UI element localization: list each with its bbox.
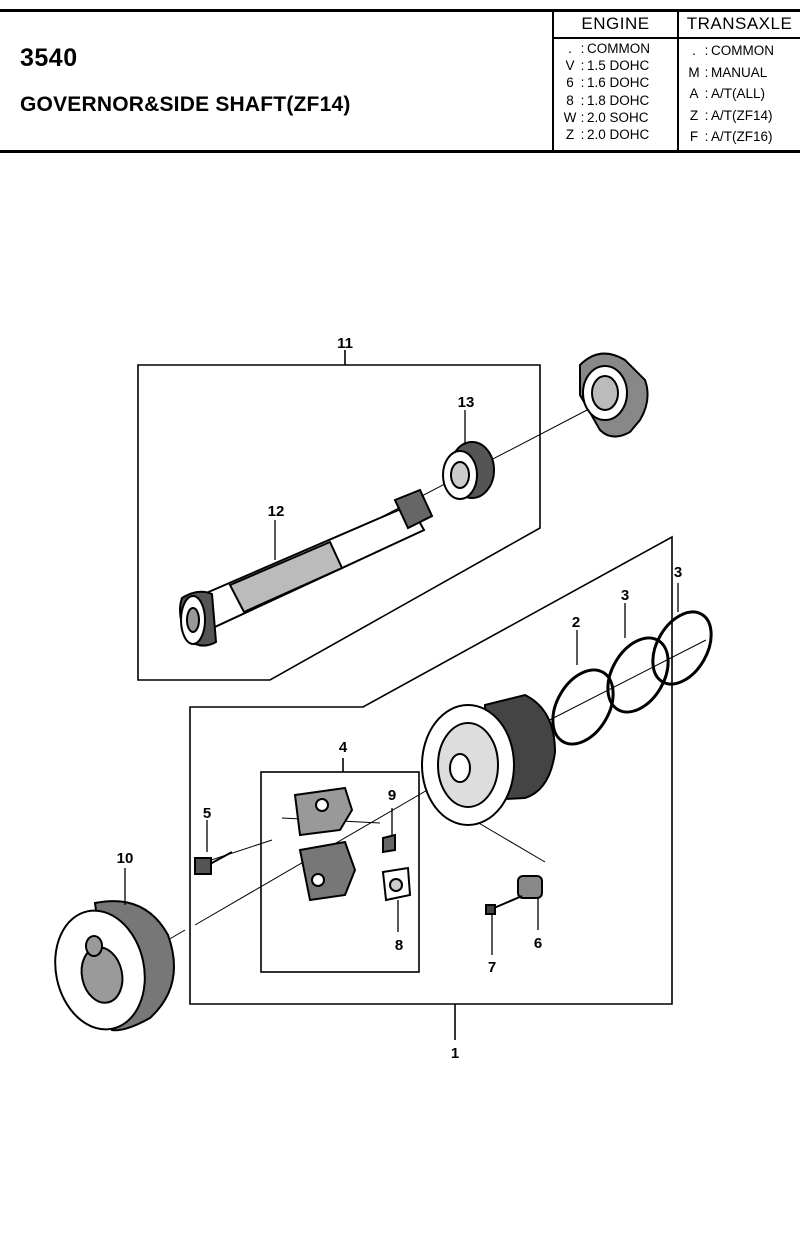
transaxle-row: F:A/T(ZF16)	[689, 129, 773, 144]
piston-ring-icon	[651, 610, 713, 686]
transaxle-row: A:A/T(ALL)	[689, 86, 766, 101]
callout-1: 1	[451, 1045, 459, 1062]
callout-9: 9	[388, 787, 396, 804]
screw-icon	[485, 895, 523, 915]
transaxle-legend: .:COMMON M:MANUAL A:A/T(ALL) Z:A/T(ZF14)…	[686, 40, 774, 148]
transaxle-row: M:MANUAL	[688, 64, 768, 80]
callout-7: 7	[488, 959, 496, 976]
callout-3: 3	[621, 587, 629, 604]
group-frame-11	[137, 364, 541, 681]
callout-2: 2	[572, 614, 580, 631]
bolt-icon	[194, 851, 233, 875]
header-bottom-rule	[0, 150, 800, 153]
governor-gear-icon	[421, 693, 557, 826]
pin-icon	[382, 833, 396, 854]
snap-ring-icon	[551, 668, 615, 746]
header: 3540 GOVERNOR&SIDE SHAFT(ZF14) ENGINE TR…	[0, 0, 800, 153]
callout-8: 8	[395, 937, 403, 954]
divider-middle	[677, 12, 679, 150]
transaxle-row: .:COMMON	[692, 43, 774, 58]
seal-retainer-icon	[579, 352, 649, 438]
callout-6: 6	[534, 935, 542, 952]
page-title: GOVERNOR&SIDE SHAFT(ZF14)	[20, 93, 351, 116]
engine-heading: ENGINE	[581, 14, 650, 33]
transaxle-row: Z:A/T(ZF14)	[689, 107, 773, 123]
engine-row: W:2.0 SOHC	[563, 109, 649, 125]
bearing-icon	[442, 441, 495, 500]
engine-row: V:1.5 DOHC	[565, 58, 650, 74]
callout-11: 11	[337, 335, 353, 352]
callout-3: 3	[674, 564, 682, 581]
section-code: 3540	[20, 44, 78, 72]
engine-row: 6:1.6 DOHC	[566, 75, 650, 91]
callout-13: 13	[458, 394, 475, 411]
plate-icon	[381, 866, 412, 902]
transaxle-heading: TRANSAXLE	[686, 14, 793, 33]
callout-4: 4	[339, 739, 348, 756]
callout-12: 12	[268, 503, 285, 520]
weight-icon	[517, 875, 543, 899]
callout-10: 10	[117, 850, 134, 867]
group-frame-4	[260, 771, 420, 973]
side-shaft-icon	[179, 488, 434, 647]
engine-row: 8:1.8 DOHC	[566, 92, 650, 108]
heading-rule	[554, 37, 800, 39]
governor-body-icon	[293, 786, 357, 902]
callout-5: 5	[203, 805, 211, 822]
engine-row: .:COMMON	[568, 41, 650, 56]
engine-row: Z:2.0 DOHC	[565, 127, 650, 143]
group-frame-1	[189, 535, 673, 1005]
header-top-rule	[0, 9, 800, 12]
drum-housing-icon	[54, 900, 175, 1032]
divider-left	[552, 12, 554, 150]
engine-legend: .:COMMON V:1.5 DOHC 6:1.6 DOHC 8:1.8 DOH…	[562, 40, 650, 143]
